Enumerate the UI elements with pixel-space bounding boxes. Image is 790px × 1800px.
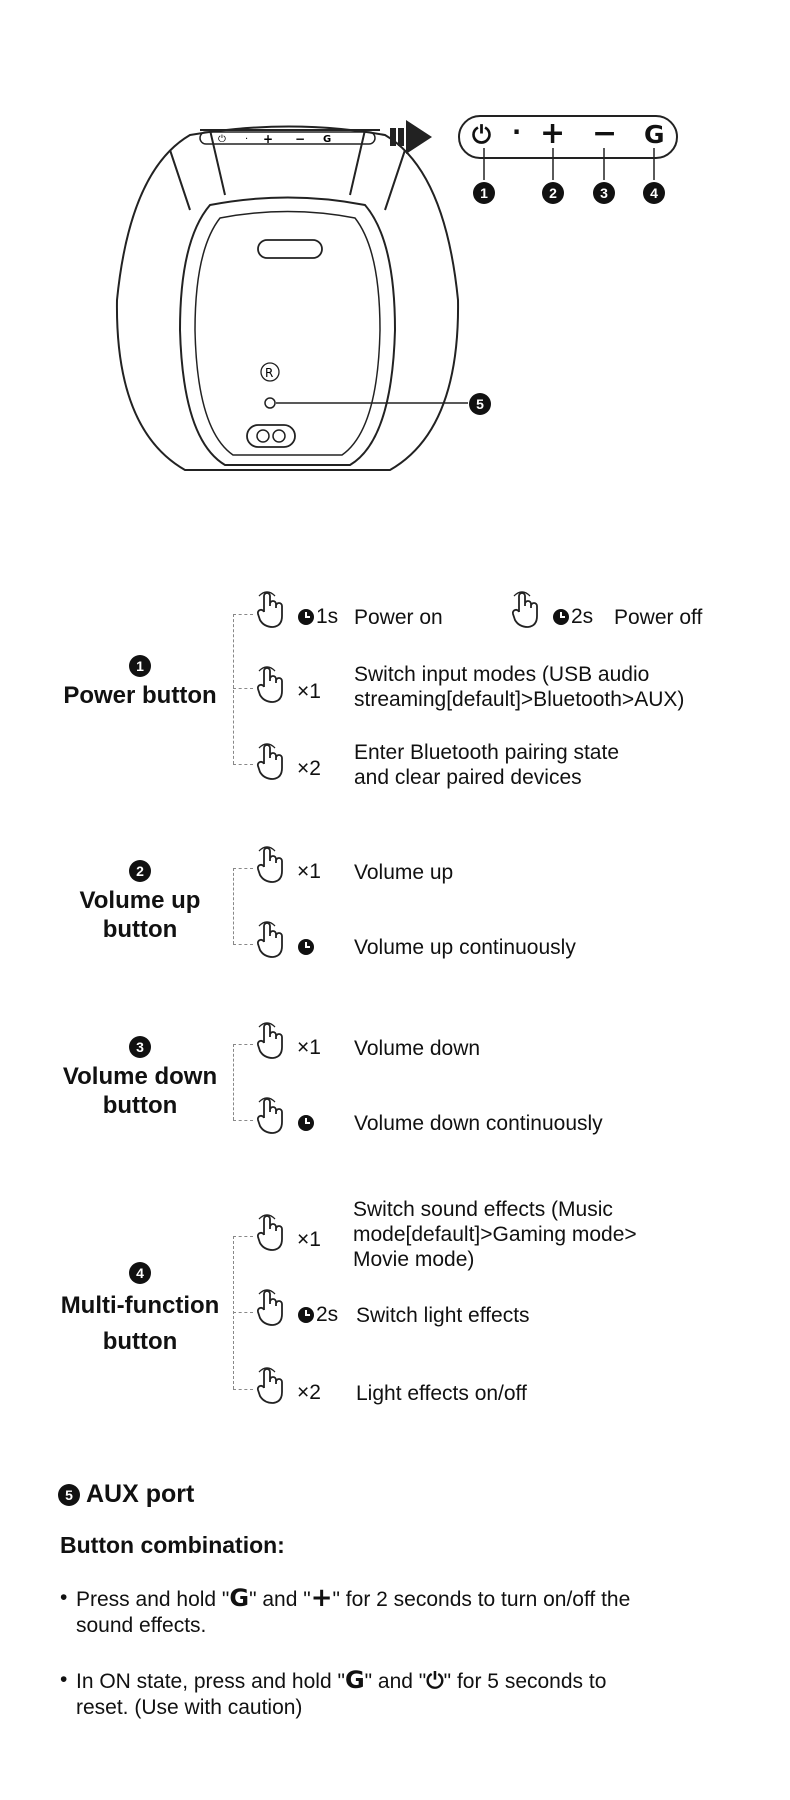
section-title: Power button bbox=[63, 682, 217, 709]
action-text: Power off bbox=[614, 606, 703, 629]
hand-tap-icon bbox=[256, 743, 283, 780]
section-number: 3 bbox=[129, 1036, 151, 1058]
hand-tap-icon bbox=[256, 1097, 283, 1134]
tap-count: ×1 bbox=[297, 1036, 321, 1059]
power-button-title: 1 Power button bbox=[55, 655, 225, 711]
tap-count: ×2 bbox=[297, 757, 321, 780]
aux-port-title: 5 AUX port bbox=[58, 1480, 194, 1509]
volume-down-title: 3 Volume down button bbox=[55, 1036, 225, 1120]
svg-text:·: · bbox=[245, 134, 248, 145]
hand-tap-icon bbox=[256, 666, 283, 703]
button-panel-zoom bbox=[458, 115, 678, 159]
action-text: Volume up continuously bbox=[354, 936, 576, 959]
clock-icon bbox=[298, 1115, 314, 1131]
top-button-strip bbox=[199, 131, 376, 145]
hold-duration bbox=[298, 1111, 316, 1135]
hand-tap-icon bbox=[256, 1367, 283, 1404]
tap-count: ×1 bbox=[297, 860, 321, 883]
g-icon: G bbox=[644, 120, 665, 149]
minus-icon: − bbox=[592, 116, 618, 151]
callout-3: 3 bbox=[593, 182, 615, 204]
action-text: Switch sound effects (Music mode[default… bbox=[353, 1198, 637, 1271]
action-text: Switch input modes (USB audio streaming[… bbox=[354, 663, 685, 711]
hand-tap-icon bbox=[256, 591, 283, 628]
clock-icon bbox=[298, 939, 314, 955]
power-icon: ⏻ bbox=[472, 121, 491, 149]
svg-text:⏻: ⏻ bbox=[218, 134, 226, 145]
section-number: 4 bbox=[129, 1262, 151, 1284]
action-text: Light effects on/off bbox=[356, 1382, 527, 1405]
callout-4: 4 bbox=[643, 182, 665, 204]
section-number: 5 bbox=[58, 1483, 80, 1506]
speaker-diagram: ⏻ · + − G R bbox=[115, 115, 678, 471]
section-number: 2 bbox=[129, 860, 151, 882]
tap-count: ×2 bbox=[297, 1381, 321, 1404]
combination-note: • Press and hold "G" and "+" for 2 secon… bbox=[60, 1583, 631, 1637]
speaker-outer-shell bbox=[115, 125, 460, 471]
clock-icon bbox=[553, 609, 569, 625]
hand-tap-icon bbox=[256, 1022, 283, 1059]
tap-count: ×1 bbox=[297, 680, 321, 703]
action-text: Enter Bluetooth pairing state and clear … bbox=[354, 741, 620, 789]
action-text: Power on bbox=[354, 606, 443, 629]
hold-duration bbox=[298, 935, 316, 959]
dot-icon: · bbox=[512, 118, 522, 146]
hand-tap-icon bbox=[256, 1289, 283, 1326]
svg-text:+: + bbox=[263, 132, 273, 146]
callout-1: 1 bbox=[473, 182, 495, 204]
svg-text:R: R bbox=[265, 366, 273, 380]
plus-icon: + bbox=[540, 116, 566, 151]
action-text: Volume down bbox=[354, 1037, 481, 1060]
action-text: Volume down continuously bbox=[354, 1112, 603, 1135]
action-text: Switch light effects bbox=[356, 1304, 530, 1327]
callout-2: 2 bbox=[542, 182, 564, 204]
clock-icon bbox=[298, 1307, 314, 1323]
hand-tap-icon bbox=[256, 1214, 283, 1251]
hand-tap-icon bbox=[256, 921, 283, 958]
hand-tap-icon bbox=[256, 846, 283, 883]
combination-title: Button combination: bbox=[60, 1532, 285, 1558]
section-number: 1 bbox=[129, 655, 151, 677]
svg-text:−: − bbox=[295, 132, 305, 146]
aux-port-hole bbox=[264, 397, 276, 409]
hold-duration: 1s bbox=[298, 605, 338, 629]
hold-duration: 2s bbox=[298, 1303, 338, 1327]
pointer-arrow-icon bbox=[390, 120, 432, 154]
hold-duration: 2s bbox=[553, 605, 593, 629]
clock-icon bbox=[298, 609, 314, 625]
volume-up-title: 2 Volume up button bbox=[55, 860, 225, 944]
callout-5: 5 bbox=[469, 393, 491, 415]
tap-count: ×1 bbox=[297, 1228, 321, 1251]
svg-text:G: G bbox=[323, 134, 331, 145]
multi-function-title: 4 Multi-function button bbox=[55, 1262, 225, 1360]
combination-note: • In ON state, press and hold "G" and "⏻… bbox=[60, 1666, 607, 1719]
action-text: Volume up bbox=[354, 861, 454, 884]
hand-tap-icon bbox=[511, 591, 538, 628]
